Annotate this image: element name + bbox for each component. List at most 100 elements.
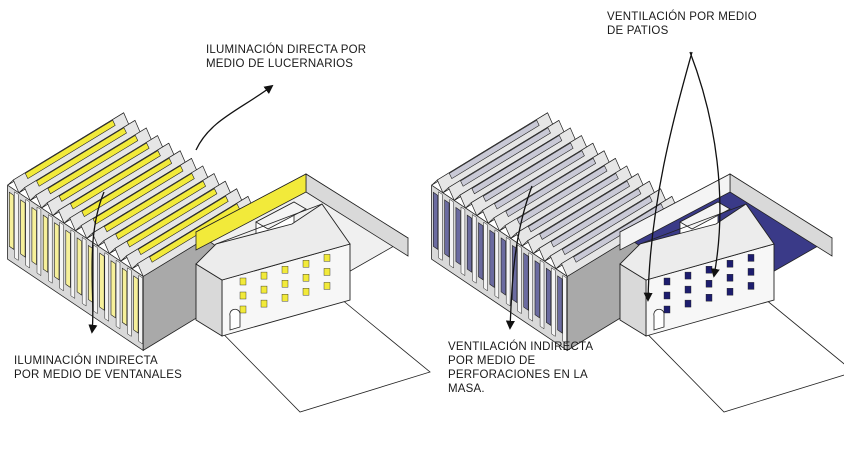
facade-pilaster bbox=[14, 191, 19, 261]
facade-pilaster bbox=[517, 244, 522, 315]
label-patio-ventilation: VENTILACIÓN POR MEDIO DE PATIOS bbox=[607, 10, 757, 38]
facade-pilaster bbox=[127, 267, 132, 337]
house-window bbox=[726, 288, 734, 296]
facade-window bbox=[133, 275, 139, 334]
label-line: POR MEDIO DE VENTANALES bbox=[14, 369, 182, 381]
label-direct-illumination: ILUMINACIÓN DIRECTA POR MEDIO DE LUCERNA… bbox=[206, 43, 366, 71]
house-window bbox=[281, 266, 289, 274]
facade-pilaster bbox=[528, 252, 533, 322]
facade-pilaster bbox=[138, 274, 143, 345]
roof-ridge bbox=[639, 203, 747, 245]
house-window bbox=[302, 260, 310, 268]
skylight bbox=[36, 127, 127, 187]
skylight bbox=[448, 119, 540, 180]
house-window bbox=[302, 274, 310, 282]
facade-pilaster bbox=[472, 214, 477, 284]
house-window bbox=[684, 285, 692, 294]
skylight bbox=[70, 150, 161, 210]
label-line: POR MEDIO DE bbox=[448, 355, 536, 367]
label-indirect-illumination: ILUMINACIÓN INDIRECTA POR MEDIO DE VENTA… bbox=[14, 354, 182, 382]
facade-window bbox=[444, 199, 450, 258]
facade-pilaster bbox=[483, 221, 488, 292]
house-window bbox=[281, 280, 289, 288]
facade-pilaster bbox=[59, 221, 64, 292]
facade-window bbox=[557, 275, 563, 334]
skylight bbox=[137, 195, 229, 256]
label-line: VENTILACIÓN POR MEDIO bbox=[607, 11, 757, 23]
skylight bbox=[561, 195, 653, 256]
house-window bbox=[747, 254, 755, 262]
house-window bbox=[239, 277, 247, 286]
arrow-patio bbox=[689, 51, 721, 278]
facade-pilaster bbox=[81, 236, 87, 307]
facade-pilaster bbox=[115, 259, 121, 330]
house-window bbox=[684, 271, 692, 280]
facade-pilaster bbox=[104, 252, 109, 322]
house-window bbox=[705, 266, 713, 274]
arrow-skylights bbox=[195, 84, 274, 151]
facade-window bbox=[466, 214, 473, 273]
label-indirect-ventilation: VENTILACIÓN INDIRECTA POR MEDIO DE PERFO… bbox=[448, 340, 593, 396]
courtyard-wall bbox=[195, 173, 307, 251]
building-ventilation bbox=[431, 112, 844, 413]
skylight bbox=[528, 172, 619, 233]
facade-window bbox=[31, 206, 37, 266]
facade-pilaster bbox=[438, 191, 443, 261]
facade-window bbox=[478, 222, 484, 281]
building-illumination bbox=[7, 112, 431, 413]
facade-window bbox=[20, 199, 26, 258]
house-window bbox=[747, 282, 755, 290]
facade-window bbox=[76, 237, 82, 296]
skylight bbox=[482, 142, 574, 202]
house-window bbox=[663, 277, 671, 286]
house-window bbox=[705, 294, 713, 302]
skylight bbox=[494, 150, 585, 210]
arrow-patio-2 bbox=[643, 51, 693, 302]
skylight bbox=[126, 188, 218, 248]
facade-pilaster bbox=[93, 244, 98, 315]
house-window bbox=[747, 268, 755, 276]
label-line: MASA. bbox=[448, 383, 485, 395]
label-line: ILUMINACIÓN INDIRECTA bbox=[14, 355, 158, 367]
house-window bbox=[302, 288, 310, 296]
skylight bbox=[550, 188, 642, 248]
facade-window bbox=[545, 267, 552, 326]
arrow-windows bbox=[88, 191, 105, 334]
facade-pilaster bbox=[539, 259, 545, 330]
skylight bbox=[58, 142, 150, 202]
facade-window bbox=[523, 252, 529, 311]
house-window bbox=[323, 268, 331, 276]
label-line: DE PATIOS bbox=[607, 25, 669, 37]
skylight bbox=[81, 157, 173, 218]
label-line: ILUMINACIÓN DIRECTA POR bbox=[206, 44, 367, 56]
facade-window bbox=[65, 229, 71, 288]
skylight bbox=[24, 119, 116, 180]
courtyard-wall bbox=[619, 173, 731, 251]
house-window bbox=[260, 271, 268, 280]
facade-window bbox=[432, 191, 439, 250]
facade-pilaster bbox=[36, 206, 42, 277]
house-window bbox=[239, 305, 247, 314]
annotation-arrows bbox=[88, 51, 721, 334]
facade-pilaster bbox=[551, 267, 556, 337]
house-window bbox=[663, 291, 671, 300]
house-door bbox=[229, 308, 241, 331]
facade-window bbox=[54, 222, 60, 281]
facade-window bbox=[489, 229, 495, 288]
facade-pilaster bbox=[25, 198, 30, 269]
house-window bbox=[684, 299, 692, 308]
house-window bbox=[726, 260, 734, 268]
facade-window bbox=[9, 191, 15, 250]
facade-pilaster bbox=[449, 198, 454, 269]
skylight bbox=[460, 127, 551, 187]
stair-tower-top bbox=[679, 201, 731, 230]
house-window bbox=[663, 305, 671, 314]
skylight bbox=[115, 180, 206, 240]
house-door bbox=[653, 308, 665, 331]
roof-ridge bbox=[215, 203, 323, 245]
house-window bbox=[323, 254, 331, 262]
facade-window bbox=[534, 260, 540, 319]
label-line: MEDIO DE LUCERNARIOS bbox=[206, 58, 354, 70]
